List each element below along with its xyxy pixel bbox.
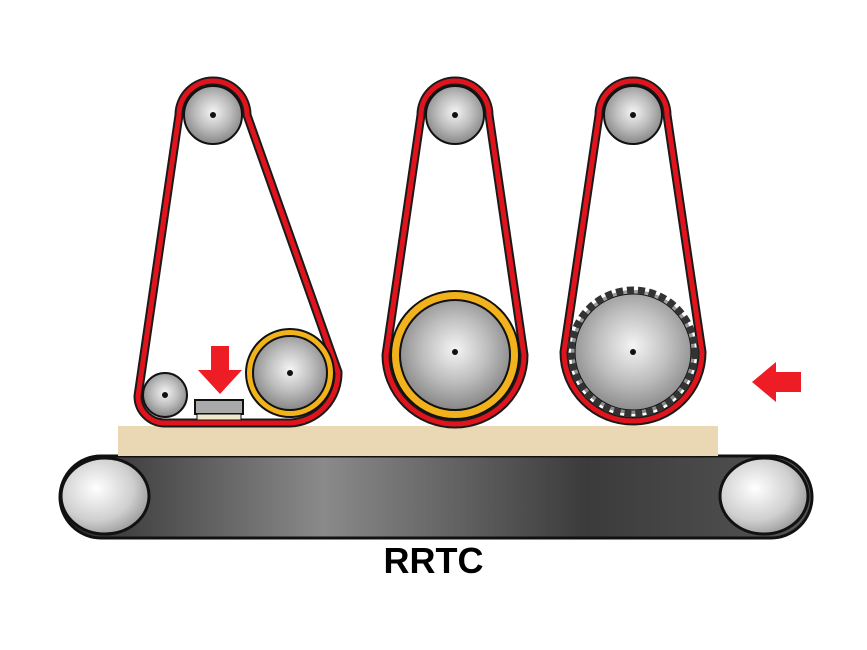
diagram-label: RRTC: [383, 540, 484, 581]
feed-direction-arrow-icon: [752, 362, 801, 402]
sanding-unit-2: [381, 76, 529, 429]
platen-pad: [194, 399, 244, 415]
down-arrow-icon: [198, 346, 242, 394]
workpiece: [118, 426, 718, 456]
sanding-unit-1: [133, 76, 343, 428]
conveyor: [58, 454, 814, 540]
conveyor-roller-left: [59, 456, 151, 536]
sanding-unit-3: [559, 76, 707, 426]
conveyor-roller-right: [718, 456, 810, 536]
